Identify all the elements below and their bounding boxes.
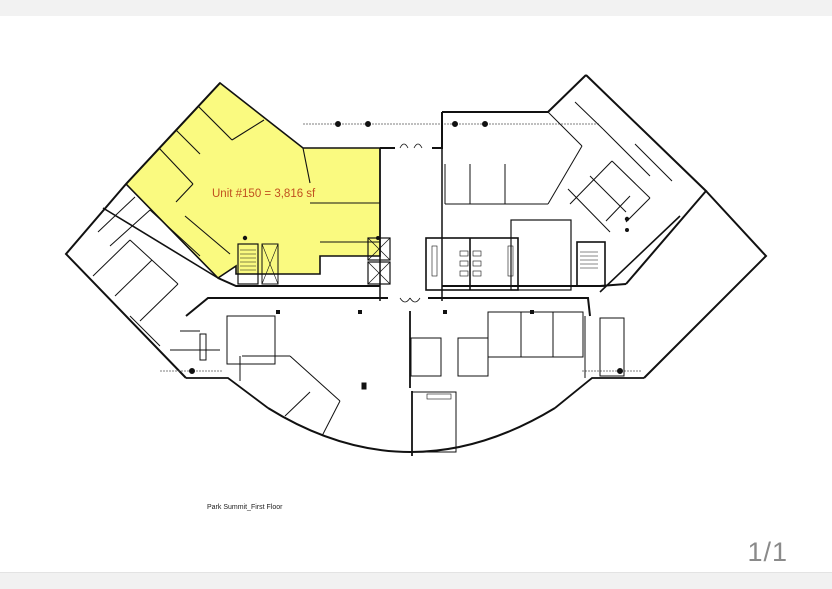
viewer-bottom-bar <box>0 572 832 589</box>
page-indicator: 1/1 <box>747 537 788 567</box>
floor-plan <box>64 74 768 456</box>
floor-plan-caption: Park Summit_First Floor <box>207 504 283 511</box>
document-page: Unit #150 = 3,816 sf Park Summit_First F… <box>0 16 832 572</box>
viewer-top-bar <box>0 0 832 16</box>
unit-150-label: Unit #150 = 3,816 sf <box>212 188 316 200</box>
unit-150-highlight <box>124 81 381 280</box>
